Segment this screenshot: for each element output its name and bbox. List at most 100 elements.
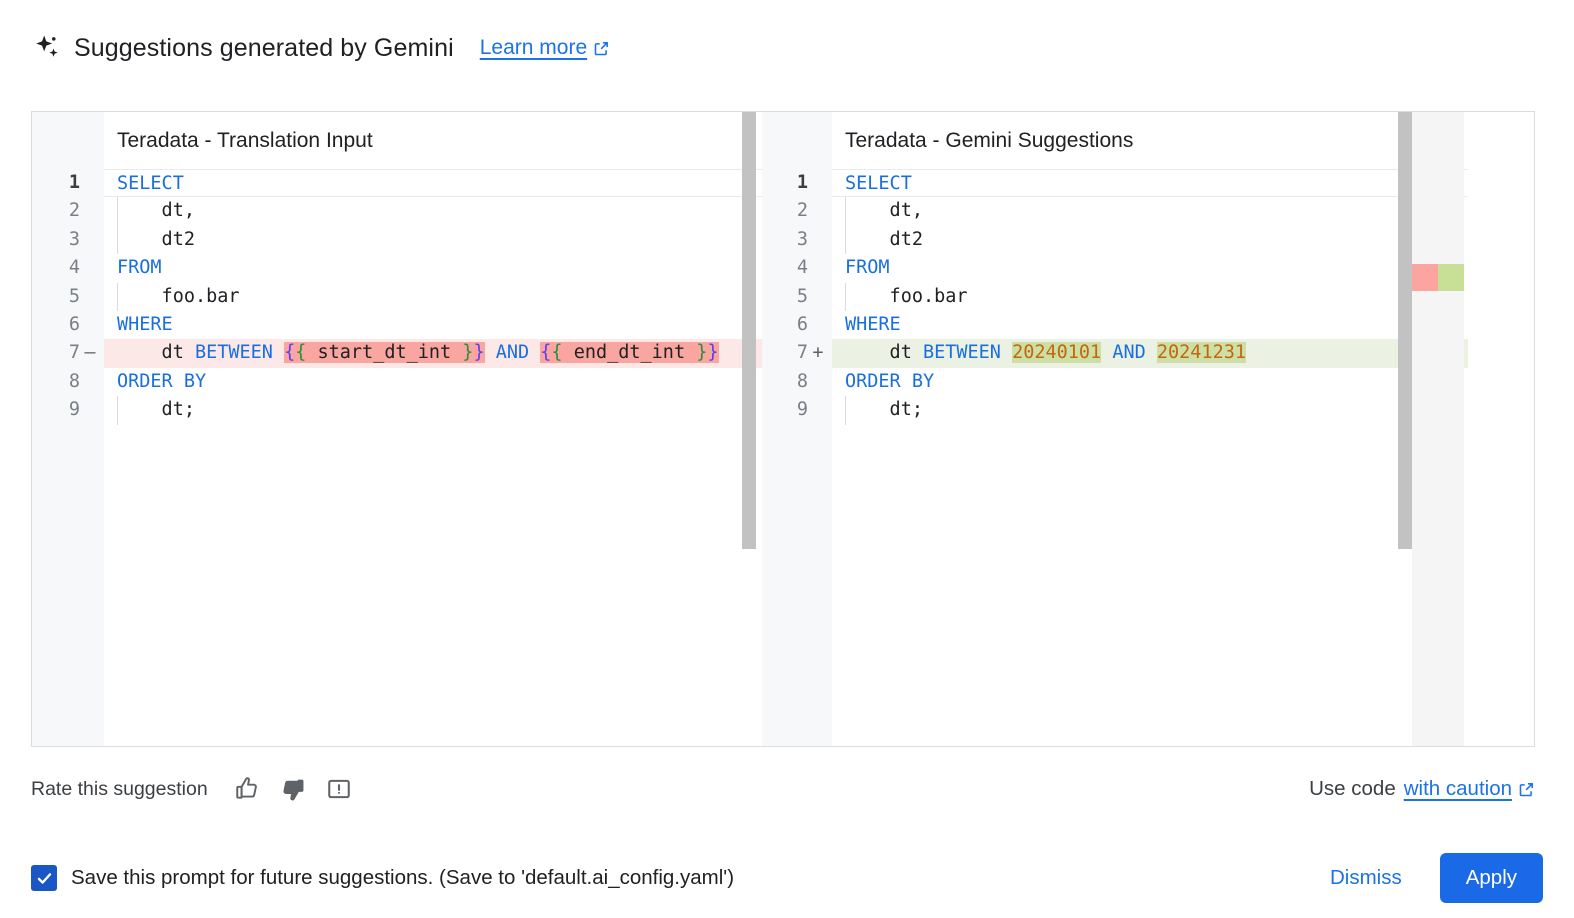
footer-actions: Dismiss Apply — [1316, 853, 1543, 903]
line-number: 5 — [796, 285, 808, 307]
code-line: ORDER BY — [832, 368, 1468, 396]
page-title: Suggestions generated by Gemini — [74, 33, 454, 62]
line-number: 7+ — [762, 339, 832, 367]
pane-title-left: Teradata - Translation Input — [104, 112, 762, 169]
code-token: AND — [1112, 342, 1146, 364]
line-number: 9 — [68, 399, 80, 421]
code-token: dt — [845, 342, 923, 364]
code-token: } — [462, 342, 474, 364]
code-token — [485, 342, 496, 363]
code-token: end_dt_int — [562, 342, 697, 364]
indent-guide — [845, 396, 846, 425]
code-line: WHERE — [832, 311, 1468, 339]
code-token: } — [473, 342, 485, 364]
code-token: WHERE — [845, 313, 901, 335]
indent-guide — [117, 396, 118, 425]
indent-guide — [117, 225, 118, 255]
diff-marker: — — [84, 342, 96, 364]
save-prompt-label: Save this prompt for future suggestions.… — [71, 866, 735, 889]
code-token: dt — [117, 342, 195, 364]
code-token: WHERE — [117, 313, 173, 335]
indent-guide — [117, 197, 118, 226]
code-token: SELECT — [845, 173, 912, 194]
line-number: 1 — [796, 172, 808, 193]
code-token: { — [540, 342, 552, 364]
code-line: FROM — [832, 254, 1468, 282]
code-token: ORDER BY — [117, 370, 207, 392]
code-token: AND — [495, 342, 530, 364]
apply-button[interactable]: Apply — [1439, 853, 1543, 903]
code-token: dt; — [117, 399, 195, 421]
code-token: dt, — [845, 200, 923, 222]
code-token: 20240101 — [1012, 342, 1102, 364]
code-token — [1146, 342, 1157, 363]
code-token: FROM — [845, 257, 890, 279]
vertical-scrollbar-right[interactable] — [1398, 112, 1412, 549]
code-token — [273, 342, 284, 363]
learn-more-label: Learn more — [479, 36, 588, 59]
code-line: SELECT — [104, 169, 762, 198]
code-line: dt2 — [832, 225, 1468, 255]
line-number: 9 — [796, 399, 808, 421]
line-number: 4 — [68, 257, 80, 279]
external-link-icon — [1518, 781, 1535, 798]
code-line: SELECT — [832, 169, 1468, 198]
indent-guide — [845, 197, 846, 226]
save-prompt-checkbox[interactable]: Save this prompt for future suggestions.… — [31, 865, 734, 891]
code-content-left[interactable]: Teradata - Translation Input SELECT dt, … — [104, 112, 762, 746]
external-link-icon — [593, 40, 610, 57]
line-number: 6 — [68, 313, 80, 335]
code-token: dt, — [117, 200, 195, 222]
code-token: BETWEEN — [194, 342, 273, 364]
indent-guide — [845, 282, 846, 311]
code-token: dt2 — [845, 228, 923, 250]
code-content-right[interactable]: Teradata - Gemini Suggestions SELECT dt,… — [832, 112, 1468, 746]
code-line: dt BETWEEN 20240101 AND 20241231 — [832, 339, 1468, 368]
checkbox-checked-icon — [31, 865, 57, 891]
code-token: SELECT — [117, 173, 184, 194]
code-line: dt2 — [104, 225, 762, 255]
code-token: { — [295, 342, 307, 364]
vertical-scrollbar-left[interactable] — [742, 112, 756, 549]
code-token — [1101, 342, 1112, 363]
dismiss-button[interactable]: Dismiss — [1316, 856, 1416, 900]
rate-suggestion-row: Rate this suggestion Use code with cauti… — [31, 765, 1535, 813]
pane-title-right: Teradata - Gemini Suggestions — [832, 112, 1468, 169]
line-number: 1 — [68, 172, 80, 193]
rate-label: Rate this suggestion — [31, 777, 208, 800]
code-line: dt; — [104, 396, 762, 425]
code-token: dt2 — [117, 228, 195, 250]
code-line: foo.bar — [104, 282, 762, 311]
overview-mark-inserted — [1438, 264, 1464, 291]
report-feedback-icon[interactable] — [322, 772, 356, 806]
thumb-down-icon[interactable] — [276, 772, 310, 806]
line-number: 6 — [796, 313, 808, 335]
line-number: 3 — [796, 228, 808, 250]
with-caution-link[interactable]: with caution — [1404, 777, 1535, 801]
thumb-up-icon[interactable] — [230, 772, 264, 806]
code-token: { — [551, 342, 563, 364]
code-line: dt, — [832, 197, 1468, 226]
code-token — [529, 342, 540, 363]
overview-ruler[interactable] — [1412, 112, 1464, 746]
with-caution-label: with caution — [1403, 777, 1512, 800]
line-number: 2 — [796, 200, 808, 222]
code-token: ORDER BY — [845, 370, 935, 392]
line-number: 7— — [32, 339, 104, 367]
suggestions-header: Suggestions generated by Gemini Learn mo… — [30, 26, 610, 70]
code-token — [1001, 342, 1012, 363]
line-number: 8 — [796, 370, 808, 392]
overview-mark-deleted — [1412, 264, 1438, 291]
use-code-notice: Use code with caution — [1309, 777, 1535, 801]
code-line: dt BETWEEN {{ start_dt_int }} AND {{ end… — [104, 339, 762, 368]
code-line: dt; — [832, 396, 1468, 425]
learn-more-link[interactable]: Learn more — [480, 36, 610, 60]
code-token: 20241231 — [1156, 342, 1246, 364]
code-token: { — [284, 342, 296, 364]
